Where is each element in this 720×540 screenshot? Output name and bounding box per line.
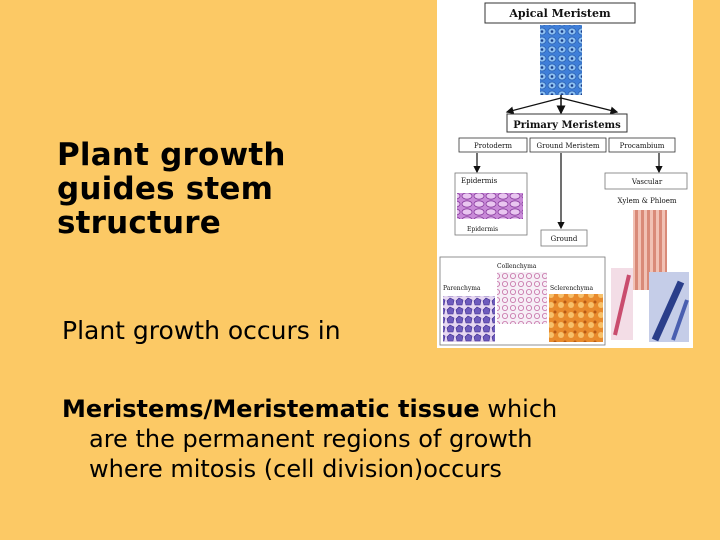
title-line: guides stem	[57, 171, 274, 207]
apical-meristem-box	[484, 2, 636, 24]
body-bold-term: Meristems/Meristematic tissue	[62, 395, 480, 423]
ground-label: Ground	[551, 235, 578, 243]
procambium-label: Procambium	[620, 142, 665, 150]
epidermis-caption: Epidermis	[467, 226, 498, 233]
ground-box	[540, 229, 588, 247]
body-line-3: where mitosis (cell division)occurs	[89, 455, 502, 483]
ground-meristem-label: Ground Meristem	[537, 142, 600, 150]
apical-meristem-micrograph	[540, 25, 582, 95]
body-text: Meristems/Meristematic tissue which are …	[62, 394, 702, 484]
collenchyma-label: Collenchyma	[497, 263, 537, 270]
sclerenchyma-micrograph	[549, 294, 603, 342]
vascular-label: Vascular	[631, 178, 663, 186]
collenchyma-micrograph	[497, 272, 547, 324]
apical-meristem-label: Apical Meristem	[508, 7, 611, 20]
epidermis-label: Epidermis	[461, 177, 498, 185]
parenchyma-label: Parenchyma	[443, 285, 481, 292]
slide-title: Plant growth guides stem structure	[57, 138, 397, 240]
procambium-box	[608, 137, 676, 153]
phloem-fiber	[613, 274, 631, 336]
ground-meristem-box	[529, 137, 607, 153]
protoderm-label: Protoderm	[474, 142, 512, 150]
body-line-1-rest: which	[479, 395, 558, 423]
meristem-diagram: Apical Meristem Primary Meristems Protod…	[437, 0, 693, 348]
xylem-phloem-label: Xylem & Phloem	[617, 197, 676, 205]
primary-meristems-box	[506, 113, 628, 133]
title-line: Plant growth	[57, 137, 286, 173]
meristem-diagram-svg: Apical Meristem Primary Meristems Protod…	[439, 2, 689, 346]
vascular-box	[604, 172, 688, 190]
title-line: structure	[57, 205, 222, 241]
vessel-element	[651, 280, 685, 342]
subline-text: Plant growth occurs in	[62, 316, 341, 345]
primary-meristems-label: Primary Meristems	[513, 120, 621, 131]
parenchyma-micrograph	[443, 296, 495, 342]
protoderm-box	[458, 137, 528, 153]
epidermis-micrograph	[457, 193, 523, 219]
body-line-2: are the permanent regions of growth	[89, 425, 533, 453]
sclerenchyma-label: Sclerenchyma	[550, 285, 594, 292]
